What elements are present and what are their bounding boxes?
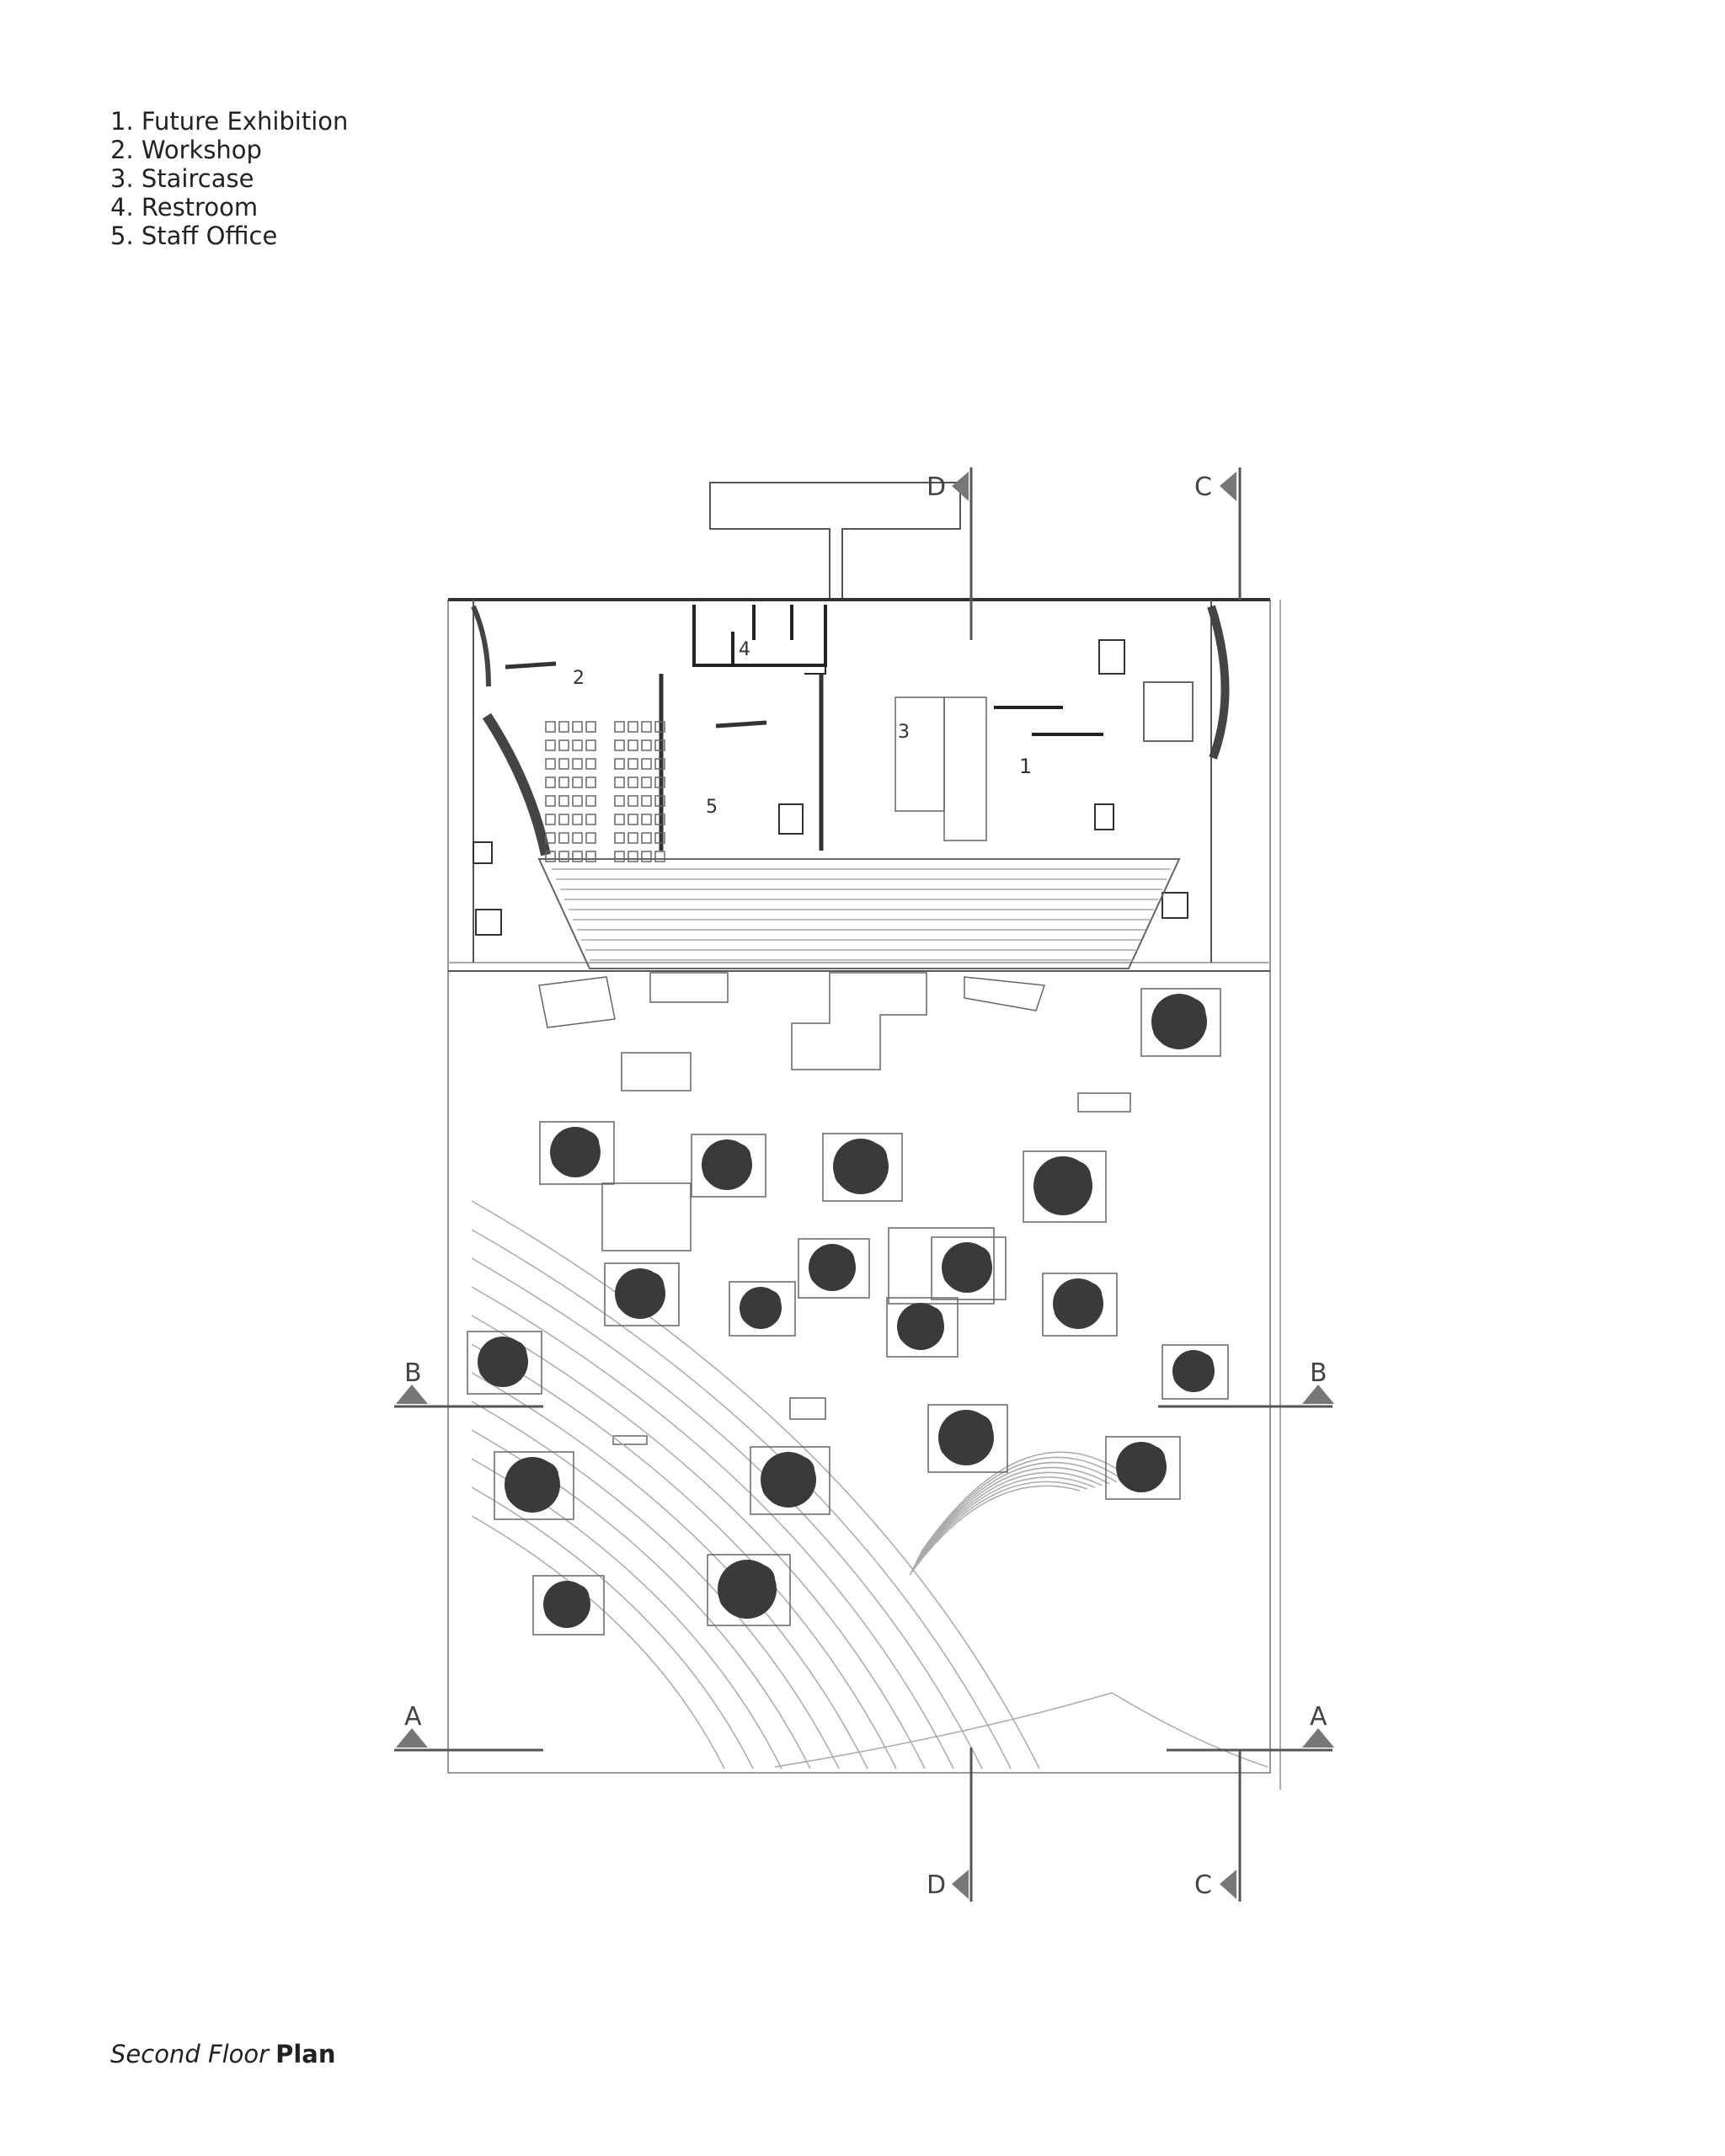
section-marker-d-bottom: D [927,1870,946,1900]
section-marker-d-top: D [927,472,946,502]
restroom-block [692,605,827,675]
staircase-drawing [895,696,987,841]
section-marker-a-left: A [404,1702,422,1732]
room-number-future-exhibition: 1 [1019,755,1032,778]
outdoor-decks [538,972,1131,1445]
plan-legend: 1. Future Exhibition 2. Workshop 3. Stai… [110,107,348,250]
caption-floor: Second Floor [110,2040,270,2068]
section-marker-c-top: C [1194,472,1212,502]
north-terrace-outline [709,482,961,600]
bleacher-seating [537,858,1181,969]
workshop-seats [545,721,665,862]
east-curved-panel [1207,605,1230,760]
section-marker-b-left: B [404,1358,422,1388]
section-marker-b-right: B [1310,1358,1327,1388]
room-number-staircase: 3 [898,722,910,743]
caption-plan: Plan [275,2040,336,2068]
west-curved-panel [471,605,491,687]
legend-item-future-exhibition: 1. Future Exhibition [110,107,349,136]
site-boundary [447,600,1271,1774]
legend-item-staff-office: 5. Staff Office [110,221,278,250]
room-number-staff-office: 5 [706,797,718,818]
section-markers [394,467,1334,1902]
desk [1098,639,1125,675]
legend-item-staircase: 3. Staircase [110,164,254,193]
legend-item-workshop: 2. Workshop [110,136,262,164]
section-marker-a-right: A [1310,1702,1327,1732]
tree-canopies [467,988,1229,1636]
room-number-restroom: 4 [739,639,750,660]
room-number-workshop: 2 [573,668,585,689]
section-marker-c-bottom: C [1194,1870,1212,1900]
legend-item-restroom: 4. Restroom [110,193,259,221]
